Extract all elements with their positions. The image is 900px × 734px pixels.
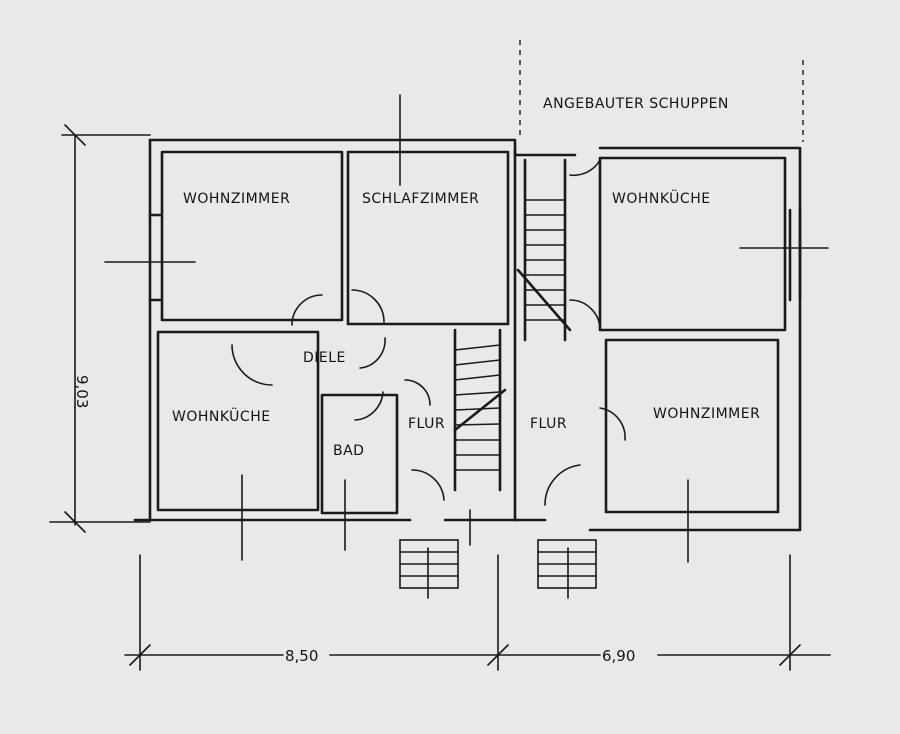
dimension-lines [49, 124, 831, 671]
section-marks [104, 94, 829, 599]
dimension-width-right: 6,90 [602, 647, 635, 665]
room-label-wohnzimmer-right: WOHNZIMMER [653, 406, 760, 422]
room-label-bad: BAD [333, 443, 364, 459]
annex-boundary [519, 40, 804, 142]
room-label-flur-left: FLUR [408, 416, 445, 432]
door-swings [231, 159, 626, 506]
room-label-wohnkueche-left: WOHNKÜCHE [172, 407, 271, 425]
room-label-schlafzimmer: SCHLAFZIMMER [362, 191, 479, 207]
annex-label: ANGEBAUTER SCHUPPEN [543, 96, 729, 112]
entrance-steps [399, 539, 597, 589]
room-label-diele: DIELE [303, 350, 346, 366]
room-label-flur-right: FLUR [530, 416, 567, 432]
dimension-width-left: 8,50 [285, 647, 318, 665]
inner-walls [156, 148, 787, 522]
dimension-height: 9,03 [73, 375, 91, 408]
room-label-wohnzimmer-left: WOHNZIMMER [183, 191, 290, 207]
staircase-left [453, 344, 507, 471]
room-label-wohnkueche-right: WOHNKÜCHE [612, 189, 711, 207]
outer-walls [133, 138, 802, 532]
staircase-right [516, 199, 572, 332]
